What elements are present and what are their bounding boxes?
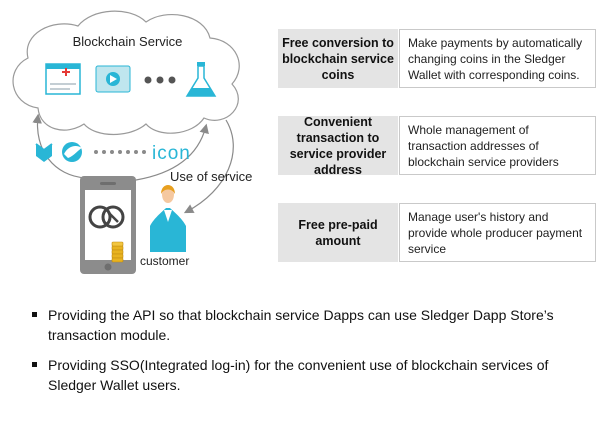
bullet-marker [32, 312, 37, 317]
customer-label: customer [140, 254, 190, 268]
icon-logo: icon [152, 143, 191, 164]
maker-logo-icon [35, 143, 53, 162]
arrow-to-cloud-left [32, 113, 87, 179]
cloud-title: Blockchain Service [72, 34, 183, 49]
blockchain-service-diagram: icon Blockchain Se [12, 10, 596, 274]
medical-app-icon [45, 63, 81, 95]
bird-logo-icon [62, 142, 82, 162]
diagram-graphics: icon [12, 10, 240, 274]
sledger-logo-icon [88, 205, 125, 229]
use-of-service-label: Use of service [170, 169, 253, 184]
feature-description-prepaid-amount: Manage user's history and provide whole … [399, 203, 596, 262]
bullet-marker [32, 362, 37, 367]
feature-title-coin-conversion: Free conversion to blockchain service co… [278, 29, 398, 88]
more-dots-icon [144, 76, 176, 84]
coin-stack-icon [111, 241, 124, 263]
arrow-to-cloud-right [135, 123, 209, 181]
feature-title-prepaid-amount: Free pre-paid amount [278, 203, 398, 262]
feature-title-transaction-address: Convenient transaction to service provid… [278, 115, 398, 177]
dotted-connector [94, 150, 146, 154]
video-play-icon [95, 65, 131, 93]
bullet-list: Providing the API so that blockchain ser… [30, 305, 590, 405]
arrow-use-of-service [183, 119, 234, 214]
feature-description-coin-conversion: Make payments by automatically changing … [399, 29, 596, 88]
flask-icon [185, 62, 217, 97]
bullet-item: Providing SSO(Integrated log-in) for the… [30, 355, 590, 395]
bullet-text: Providing SSO(Integrated log-in) for the… [48, 357, 549, 393]
bullet-text: Providing the API so that blockchain ser… [48, 307, 554, 343]
bullet-item: Providing the API so that blockchain ser… [30, 305, 590, 345]
feature-description-transaction-address: Whole management of transaction addresse… [399, 116, 596, 175]
customer-person-icon [150, 185, 186, 252]
